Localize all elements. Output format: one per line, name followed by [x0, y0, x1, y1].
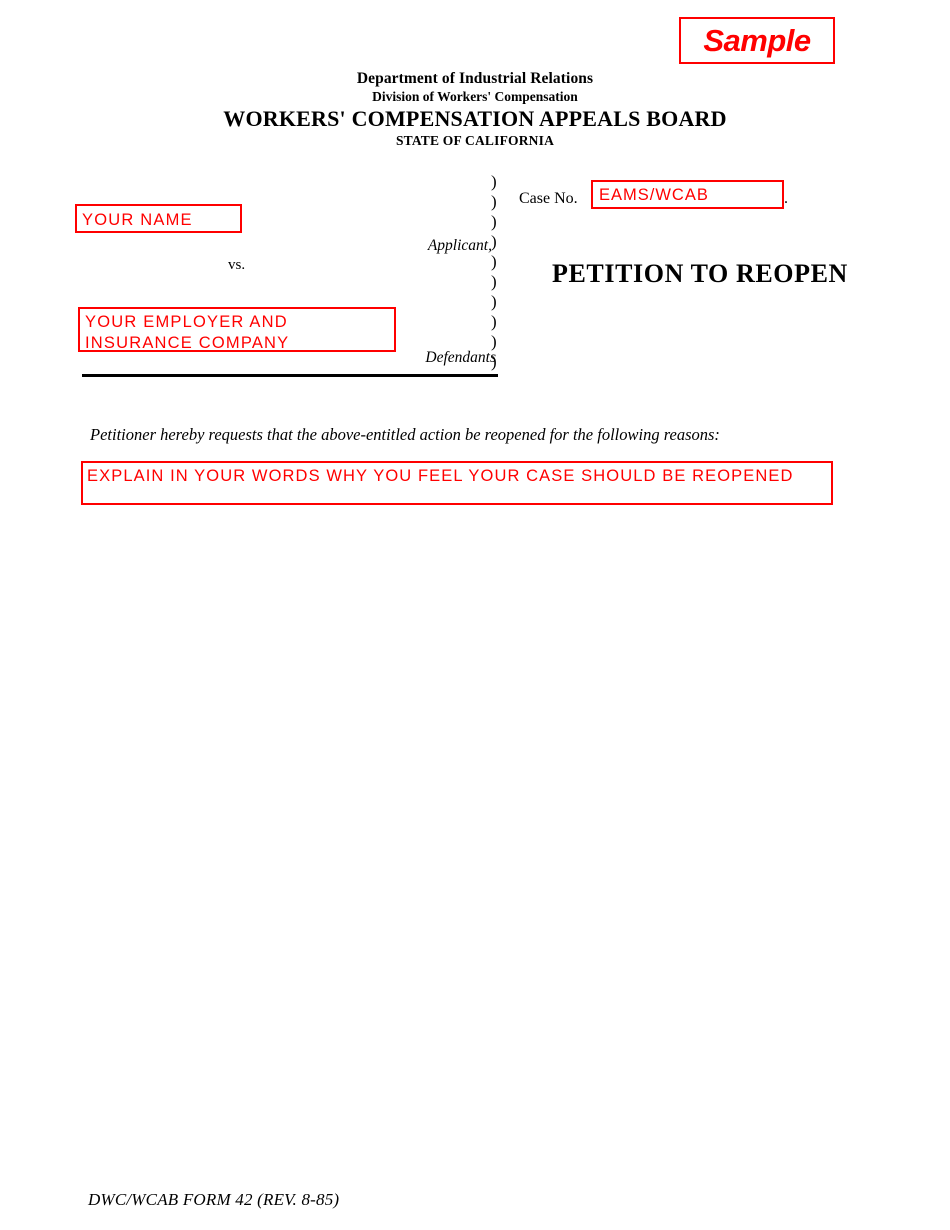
letterhead-board: WORKERS' COMPENSATION APPEALS BOARD	[223, 106, 727, 131]
letterhead-department: Department of Industrial Relations	[356, 70, 594, 87]
case-number-label: Case No.	[519, 190, 578, 207]
petition-intro-text: Petitioner hereby requests that the abov…	[90, 425, 720, 444]
caption-paren: )	[491, 312, 497, 331]
case-caption: YOUR NAME vs. Applicant, YOUR EMPLOYER A…	[0, 0, 950, 400]
reasons-field[interactable]: EXPLAIN IN YOUR WORDS WHY YOU FEEL YOUR …	[81, 461, 833, 505]
caption-horizontal-rule	[82, 374, 498, 377]
caption-paren: )	[491, 272, 497, 291]
caption-paren: )	[491, 292, 497, 311]
defendant-name-field[interactable]: YOUR EMPLOYER AND INSURANCE COMPANY	[78, 307, 396, 352]
sample-stamp: Sample	[679, 17, 835, 64]
versus-label: vs.	[228, 257, 246, 273]
caption-bracket-parentheses: ))))))))))	[491, 172, 505, 372]
sample-stamp-label: Sample	[703, 23, 811, 58]
applicant-role-label: Applicant,	[427, 237, 492, 254]
caption-paren: )	[491, 252, 497, 271]
caption-paren: )	[491, 192, 497, 211]
caption-paren: )	[491, 232, 497, 251]
caption-paren: )	[491, 352, 497, 371]
page-title: PETITION TO REOPEN	[552, 259, 848, 288]
caption-paren: )	[491, 172, 497, 191]
letterhead-state: STATE OF CALIFORNIA	[395, 133, 555, 148]
caption-paren: )	[491, 332, 497, 351]
case-number-field[interactable]: EAMS/WCAB	[591, 180, 784, 209]
defendants-role-label: Defendants	[425, 349, 496, 366]
caption-paren: )	[491, 212, 497, 231]
applicant-name-field[interactable]: YOUR NAME	[75, 204, 242, 233]
form-identifier: DWC/WCAB FORM 42 (REV. 8-85)	[88, 1190, 340, 1209]
case-number-trailing-punctuation: .	[784, 190, 788, 207]
letterhead: Department of Industrial Relations Divis…	[0, 70, 950, 150]
letterhead-division: Division of Workers' Compensation	[372, 89, 578, 104]
